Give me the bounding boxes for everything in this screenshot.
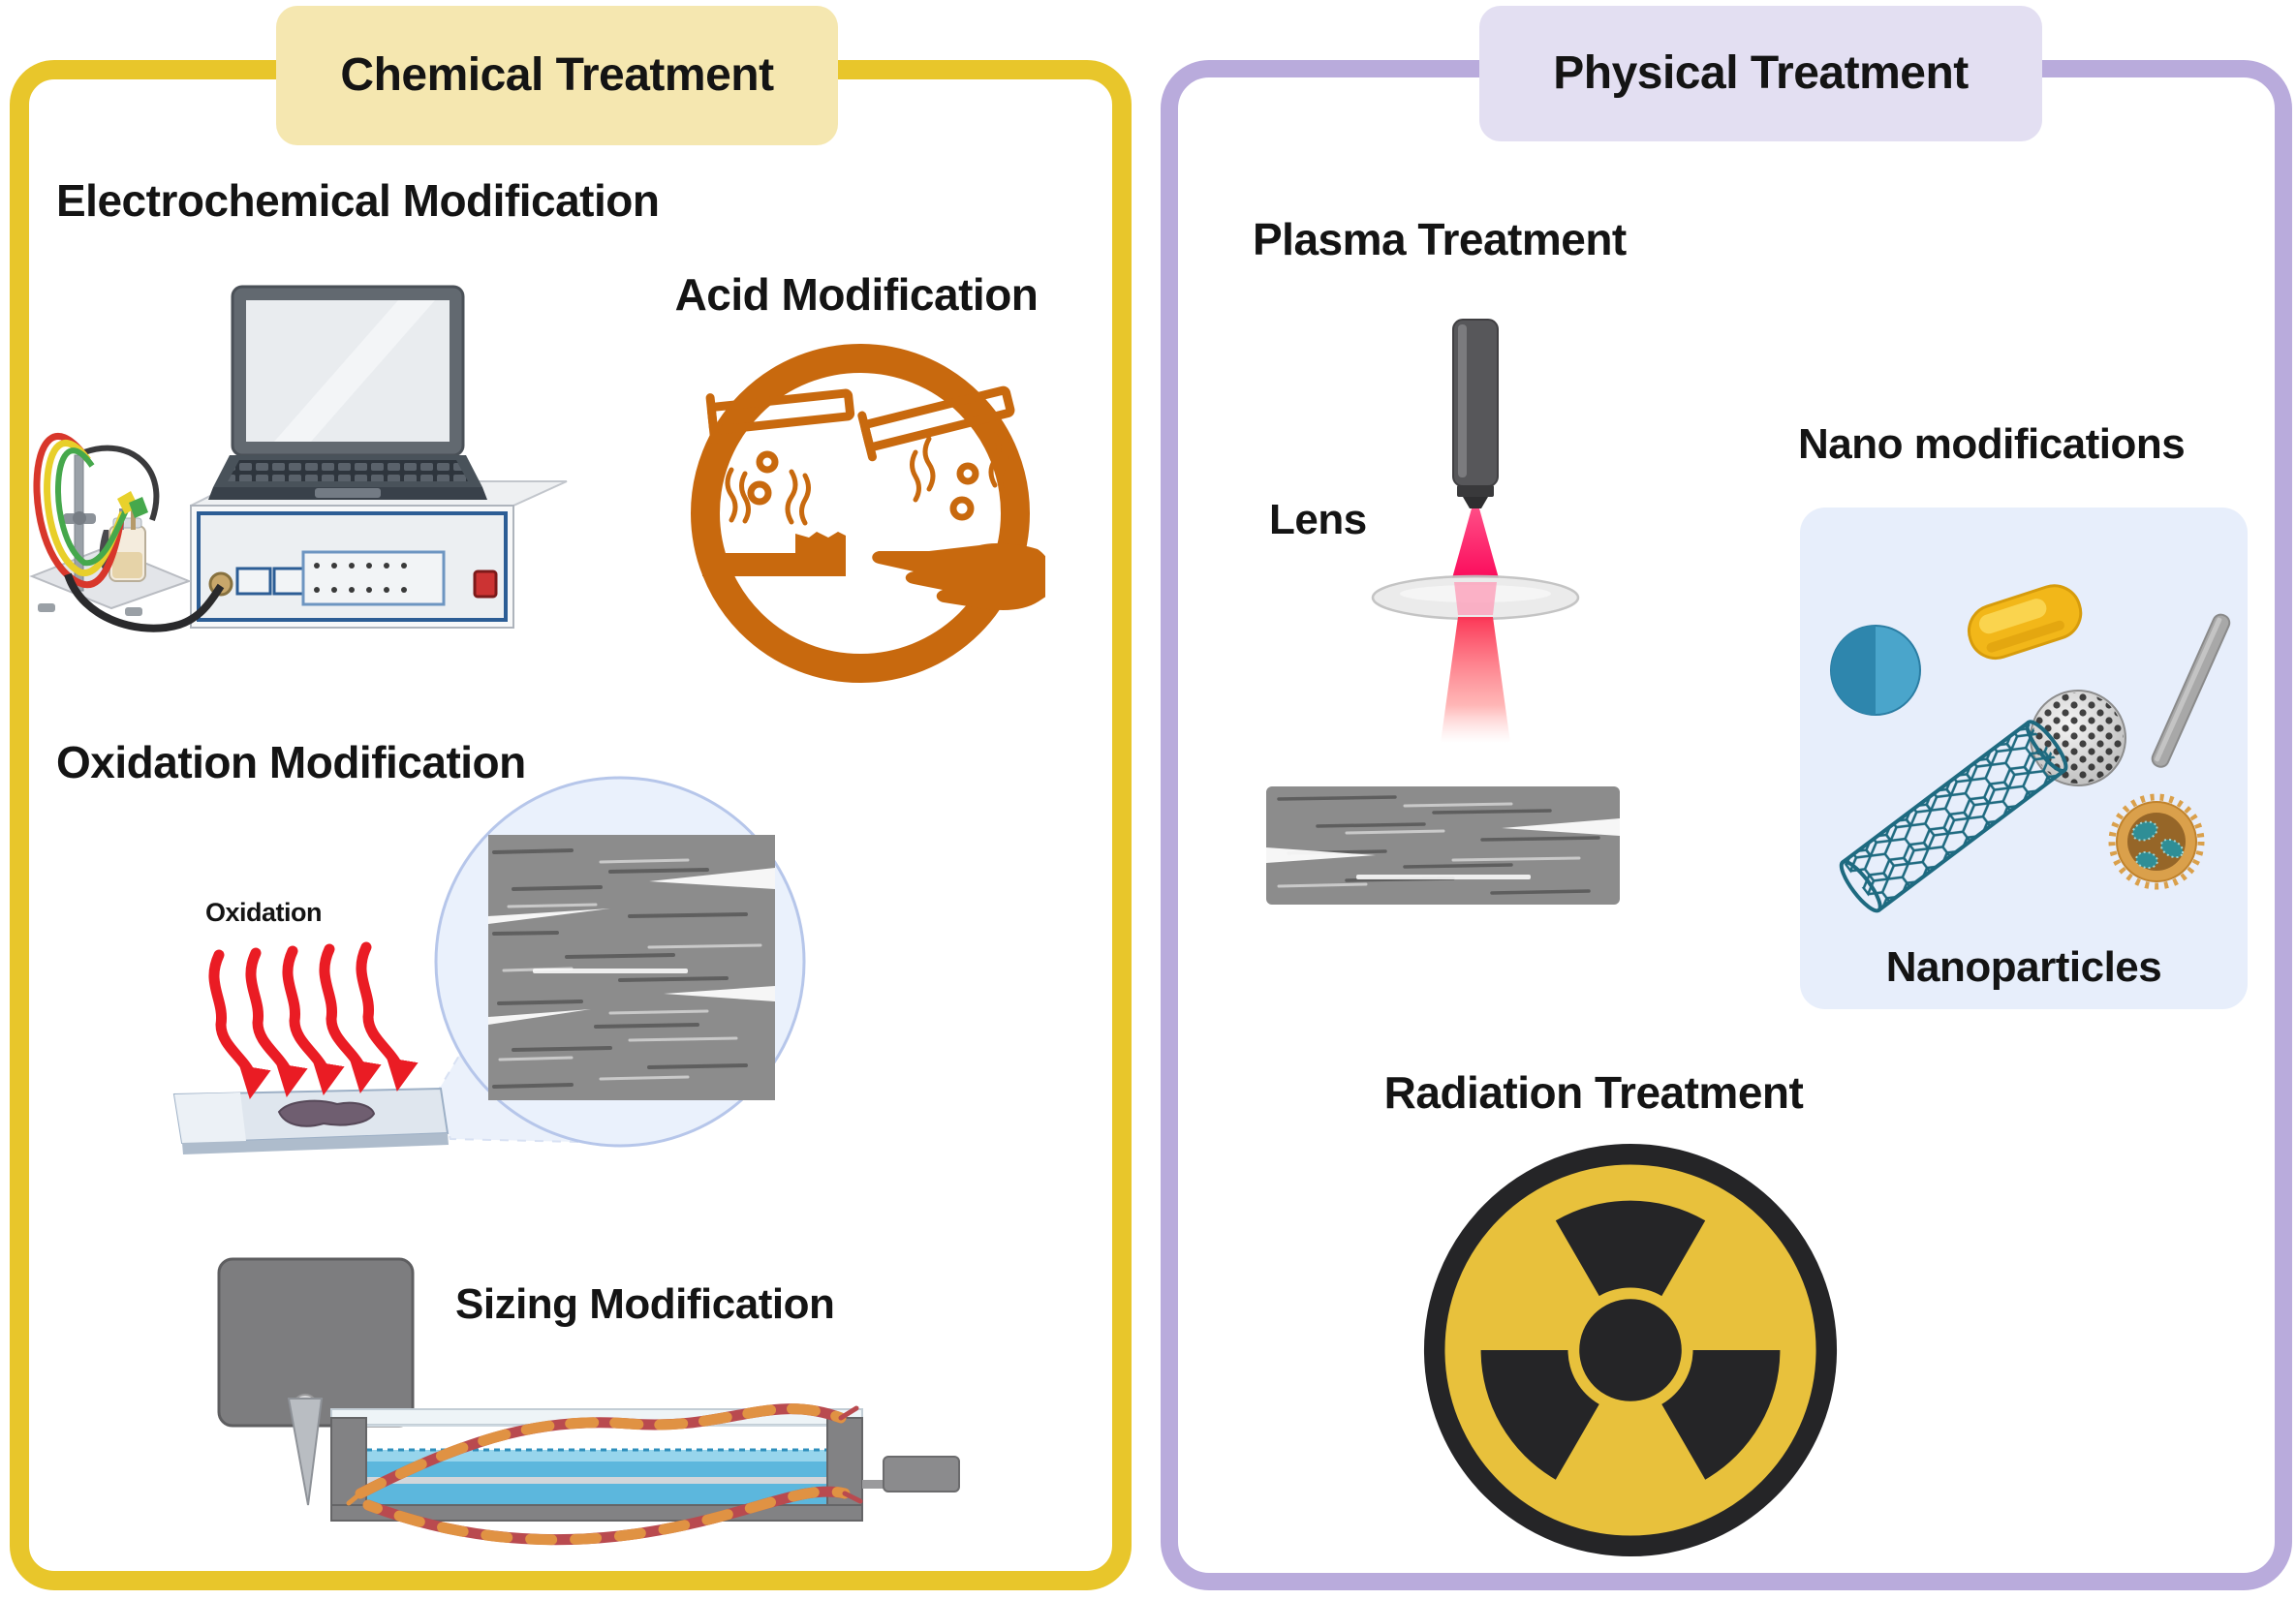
chemical-treatment-header: Chemical Treatment: [276, 6, 838, 145]
blue-nanosphere-icon: [1830, 625, 1921, 716]
nanoparticles-cluster-illustration: [1830, 584, 2231, 913]
corroded-surface: [702, 532, 846, 576]
oxidation-title: Oxidation Modification: [56, 737, 526, 787]
green-wire: [55, 447, 130, 567]
glass-slide: [172, 1087, 450, 1154]
physical-treatment-title: Physical Treatment: [1553, 46, 1969, 99]
oxidation-arrows-slide-magnifier-illustration: [172, 776, 806, 1154]
dip-switch-panel: [301, 550, 446, 606]
nano-title: Nano modifications: [1798, 420, 2186, 468]
plasma-beam-lower: [1441, 617, 1510, 743]
physical-treatment-header: Physical Treatment: [1479, 6, 2042, 141]
nanorod-icon: [2151, 613, 2231, 768]
nanocapsule-icon: [1968, 584, 2083, 661]
red-wire: [33, 433, 125, 589]
black-cable: [64, 572, 225, 632]
power-button: [473, 569, 498, 599]
plasma-torch-beam-lens-illustration: [1266, 319, 1620, 905]
sizing-title: Sizing Modification: [455, 1280, 835, 1328]
chemical-treatment-title: Chemical Treatment: [340, 48, 774, 101]
electrochemical-title: Electrochemical Modification: [56, 175, 660, 226]
twisted-fibers: [346, 1403, 863, 1546]
acid-title: Acid Modification: [674, 269, 1039, 320]
sizing-bath-illustration: [217, 1257, 960, 1546]
corroded-hand: [872, 542, 1045, 610]
fiber-sample: [277, 1099, 376, 1127]
nanoparticles-caption: Nanoparticles: [1885, 943, 2162, 991]
plasma-beam-upper: [1452, 508, 1499, 578]
fiber-texture-zoom: [488, 835, 775, 1100]
electrode-wire: [83, 445, 160, 521]
dispenser-nozzle: [287, 1398, 324, 1506]
radiation-trefoil-icon: [1423, 1143, 1838, 1557]
radiation-title: Radiation Treatment: [1383, 1067, 1804, 1118]
oxidation-arrows: [208, 941, 419, 1100]
roller-handle: [883, 1456, 960, 1492]
virus-like-nanoparticle-icon: [2108, 793, 2205, 890]
oxidation-label: Oxidation: [205, 898, 323, 927]
fiber-strip: [1266, 786, 1620, 905]
plasma-title: Plasma Treatment: [1253, 214, 1627, 264]
corrosive-pictogram-icon: [691, 344, 1045, 683]
carbon-nanotube-icon: [1839, 720, 2068, 913]
potentiostat-laptop-illustration: [29, 285, 568, 632]
lens-label: Lens: [1269, 496, 1367, 543]
